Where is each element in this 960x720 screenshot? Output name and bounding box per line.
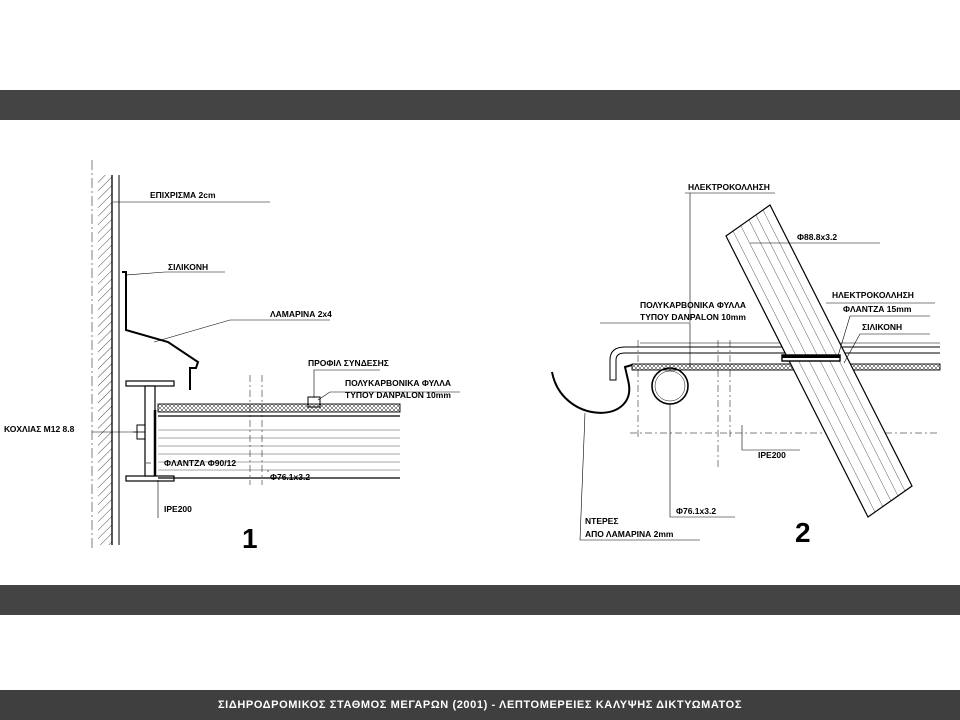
label-polycarb-2-line2: ΤΥΠΟΥ DANPALON 10mm bbox=[640, 312, 746, 322]
label-beam-1: IPE200 bbox=[164, 504, 192, 514]
flashing-sheet-1 bbox=[122, 271, 200, 390]
label-pipe-large: Φ88.8x3.2 bbox=[797, 232, 837, 242]
label-beam-2: IPE200 bbox=[758, 450, 786, 460]
label-flange-2: ΦΛΑΝΤΖΑ 15mm bbox=[843, 304, 912, 314]
wall-1 bbox=[98, 175, 120, 545]
label-gutter-line1: ΝΤΕΡΕΣ bbox=[585, 516, 618, 526]
label-gutter-line2: ΑΠΟ ΛΑΜΑΡΙΝΑ 2mm bbox=[585, 529, 674, 539]
pipe-76-1 bbox=[158, 415, 400, 479]
label-profile: ΠΡΟΦΙΛ ΣΥΝΔΕΣΗΣ bbox=[308, 358, 389, 368]
label-polycarb-1-line2: ΤΥΠΟΥ DANPALON 10mm bbox=[345, 390, 451, 400]
gutter-2 bbox=[551, 364, 633, 414]
label-pipe-1: Φ76.1x3.2 bbox=[270, 472, 310, 482]
middle-band bbox=[0, 585, 960, 615]
label-weld-top: ΗΛΕΚΤΡΟΚΟΛΛΗΣΗ bbox=[688, 182, 770, 192]
polycarbonate-sheet-1 bbox=[157, 403, 401, 413]
label-bolt: ΚΟΧΛΙΑΣ Μ12 8.8 bbox=[4, 424, 75, 434]
label-plaster: ΕΠΙΧΡΙΣΜΑ 2cm bbox=[150, 190, 216, 200]
top-band bbox=[0, 90, 960, 120]
polycarbonate-sheet-2 bbox=[631, 363, 941, 371]
label-sheet: ΛΑΜΑΡΙΝΑ 2x4 bbox=[270, 309, 332, 319]
detail-number-2: 2 bbox=[795, 517, 811, 548]
label-pipe-2: Φ76.1x3.2 bbox=[676, 506, 716, 516]
label-silicone-1: ΣΙΛΙΚΟΝΗ bbox=[168, 262, 208, 272]
label-polycarb-1-line1: ΠΟΛΥΚΑΡΒΟΝΙΚΑ ΦΥΛΛΑ bbox=[345, 378, 451, 388]
detail-2: ΗΛΕΚΤΡΟΚΟΛΛΗΣΗ Φ88.8x3.2 ΗΛΕΚΤΡΟΚΟΛΛΗΣΗ … bbox=[551, 182, 941, 548]
detail-1: ΕΠΙΧΡΙΣΜΑ 2cm ΣΙΛΙΚΟΝΗ ΛΑΜΑΡΙΝΑ 2x4 ΠΡΟΦ… bbox=[4, 160, 460, 554]
label-flange-1: ΦΛΑΝΤΖΑ Φ90/12 bbox=[164, 458, 236, 468]
label-polycarb-2-line1: ΠΟΛΥΚΑΡΒΟΝΙΚΑ ΦΥΛΛΑ bbox=[640, 300, 746, 310]
label-weld-right: ΗΛΕΚΤΡΟΚΟΛΛΗΣΗ bbox=[832, 290, 914, 300]
label-silicone-2: ΣΙΛΙΚΟΝΗ bbox=[862, 322, 902, 332]
footer-title: ΣΙΔΗΡΟΔΡΟΜΙΚΟΣ ΣΤΑΘΜΟΣ ΜΕΓΑΡΩΝ (2001) - … bbox=[0, 690, 960, 720]
detail-number-1: 1 bbox=[242, 523, 258, 554]
pipe-76-2 bbox=[651, 367, 689, 405]
